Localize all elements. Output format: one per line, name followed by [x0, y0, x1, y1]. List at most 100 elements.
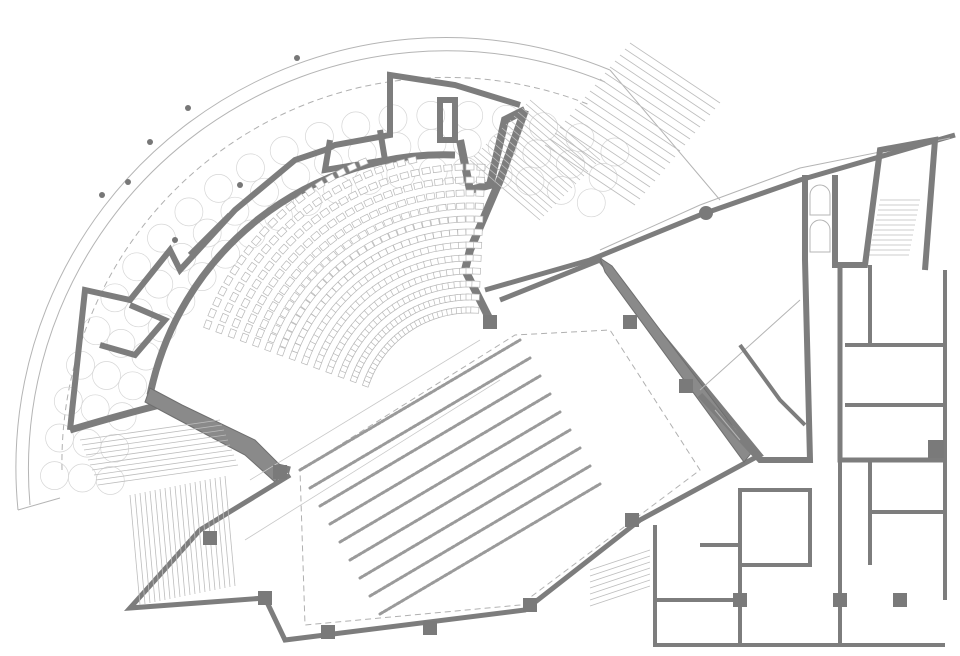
auditorium-seat: [287, 252, 299, 264]
auditorium-seat: [215, 323, 225, 335]
canopy-scallop: [556, 149, 585, 179]
auditorium-shell: [68, 151, 456, 483]
auditorium-seat: [378, 177, 389, 187]
canopy-scallop: [118, 371, 147, 401]
auditorium-seat: [234, 281, 245, 293]
auditorium-seat: [263, 260, 275, 272]
stair-tread: [589, 567, 651, 589]
canopy-post: [125, 179, 131, 185]
auditorium-seat: [311, 196, 323, 208]
auditorium-seat: [346, 162, 358, 172]
stair-tread: [493, 135, 565, 197]
auditorium-seat: [379, 232, 391, 243]
auditorium-seat: [310, 213, 322, 225]
auditorium-seat: [415, 194, 426, 203]
stair-tread: [159, 488, 171, 600]
canopy-scallop: [53, 386, 83, 416]
auditorium-seat: [243, 322, 254, 334]
auditorium-seat: [476, 163, 486, 171]
auditorium-seat: [279, 307, 290, 319]
auditorium-seat: [410, 168, 421, 178]
stair-tread: [589, 555, 651, 577]
canopy-scallop: [92, 361, 121, 390]
auditorium-seat: [465, 176, 475, 184]
auditorium-seat: [267, 217, 279, 229]
auditorium-seat: [457, 241, 467, 249]
auditorium-seat: [276, 226, 288, 238]
canopy-scallop: [204, 174, 233, 203]
auditorium-seat: [263, 309, 274, 321]
auditorium-seat: [271, 324, 281, 335]
stair-tread: [224, 475, 236, 587]
auditorium-seat: [341, 239, 353, 250]
stair-tread: [169, 486, 181, 598]
stair-tread: [589, 549, 651, 571]
auditorium-seat: [373, 165, 385, 175]
auditorium-seat: [284, 218, 296, 230]
office-block: [653, 136, 947, 647]
auditorium-seat: [278, 243, 289, 255]
stair-tread: [129, 494, 141, 606]
auditorium-seat: [387, 202, 398, 212]
stair-tread: [589, 90, 681, 152]
auditorium-seat: [311, 247, 323, 259]
auditorium-seat: [297, 261, 309, 273]
auditorium-seat: [258, 226, 270, 237]
auditorium-seat: [304, 254, 315, 265]
stair-tread: [584, 96, 676, 158]
auditorium-seat: [388, 174, 400, 184]
auditorium-seat: [235, 307, 246, 319]
auditorium-seat: [334, 244, 346, 256]
auditorium-seat: [302, 237, 314, 249]
stair-tread: [81, 424, 223, 446]
canopy-scallop: [211, 239, 240, 269]
canopy-scallop: [600, 137, 630, 167]
auditorium-seat: [300, 276, 312, 288]
auditorium-seat: [260, 243, 272, 255]
auditorium-seat: [257, 294, 268, 306]
auditorium-seat: [236, 254, 247, 266]
stair-tread: [189, 482, 201, 594]
stair-tread: [154, 489, 166, 601]
auditorium-seat: [396, 198, 407, 209]
auditorium-seat: [402, 183, 413, 193]
auditorium-seat: [450, 241, 460, 250]
auditorium-seat: [349, 250, 361, 261]
auditorium-seat: [359, 213, 371, 224]
stair-tread: [501, 127, 573, 189]
auditorium-seat: [262, 285, 273, 297]
bench: [338, 410, 562, 544]
stair-tread: [144, 491, 156, 603]
auditorium-seat: [295, 306, 306, 318]
auditorium-seat: [443, 164, 453, 172]
auditorium-seat: [476, 176, 485, 184]
stair-tread: [93, 454, 235, 476]
auditorium-seat: [456, 215, 466, 223]
auditorium-seat: [437, 203, 447, 212]
auditorium-seat: [430, 218, 440, 227]
canopy-scallop: [220, 196, 250, 226]
auditorium-seat: [374, 221, 385, 231]
auditorium-seat: [456, 202, 466, 210]
auditorium-seat: [407, 156, 418, 165]
auditorium-seat: [416, 234, 427, 243]
canopy-post: [185, 105, 191, 111]
auditorium-seat: [318, 224, 330, 235]
auditorium-seat: [470, 306, 480, 314]
auditorium-seat: [229, 264, 240, 276]
stair-tread: [214, 477, 226, 589]
canopy-scallop: [95, 466, 125, 495]
auditorium-seat: [212, 296, 222, 308]
auditorium-seat: [268, 276, 279, 288]
stair-tread: [83, 429, 225, 451]
canopy-scallop: [269, 136, 299, 165]
stair-tread: [544, 144, 636, 206]
canopy-scallop: [236, 153, 265, 183]
stair-tread: [559, 126, 651, 188]
auditorium-seat: [251, 278, 262, 290]
auditorium-seat: [465, 228, 475, 236]
column: [273, 465, 287, 479]
auditorium-seat: [473, 241, 483, 249]
auditorium-seat: [353, 202, 365, 213]
auditorium-seat: [310, 285, 322, 297]
